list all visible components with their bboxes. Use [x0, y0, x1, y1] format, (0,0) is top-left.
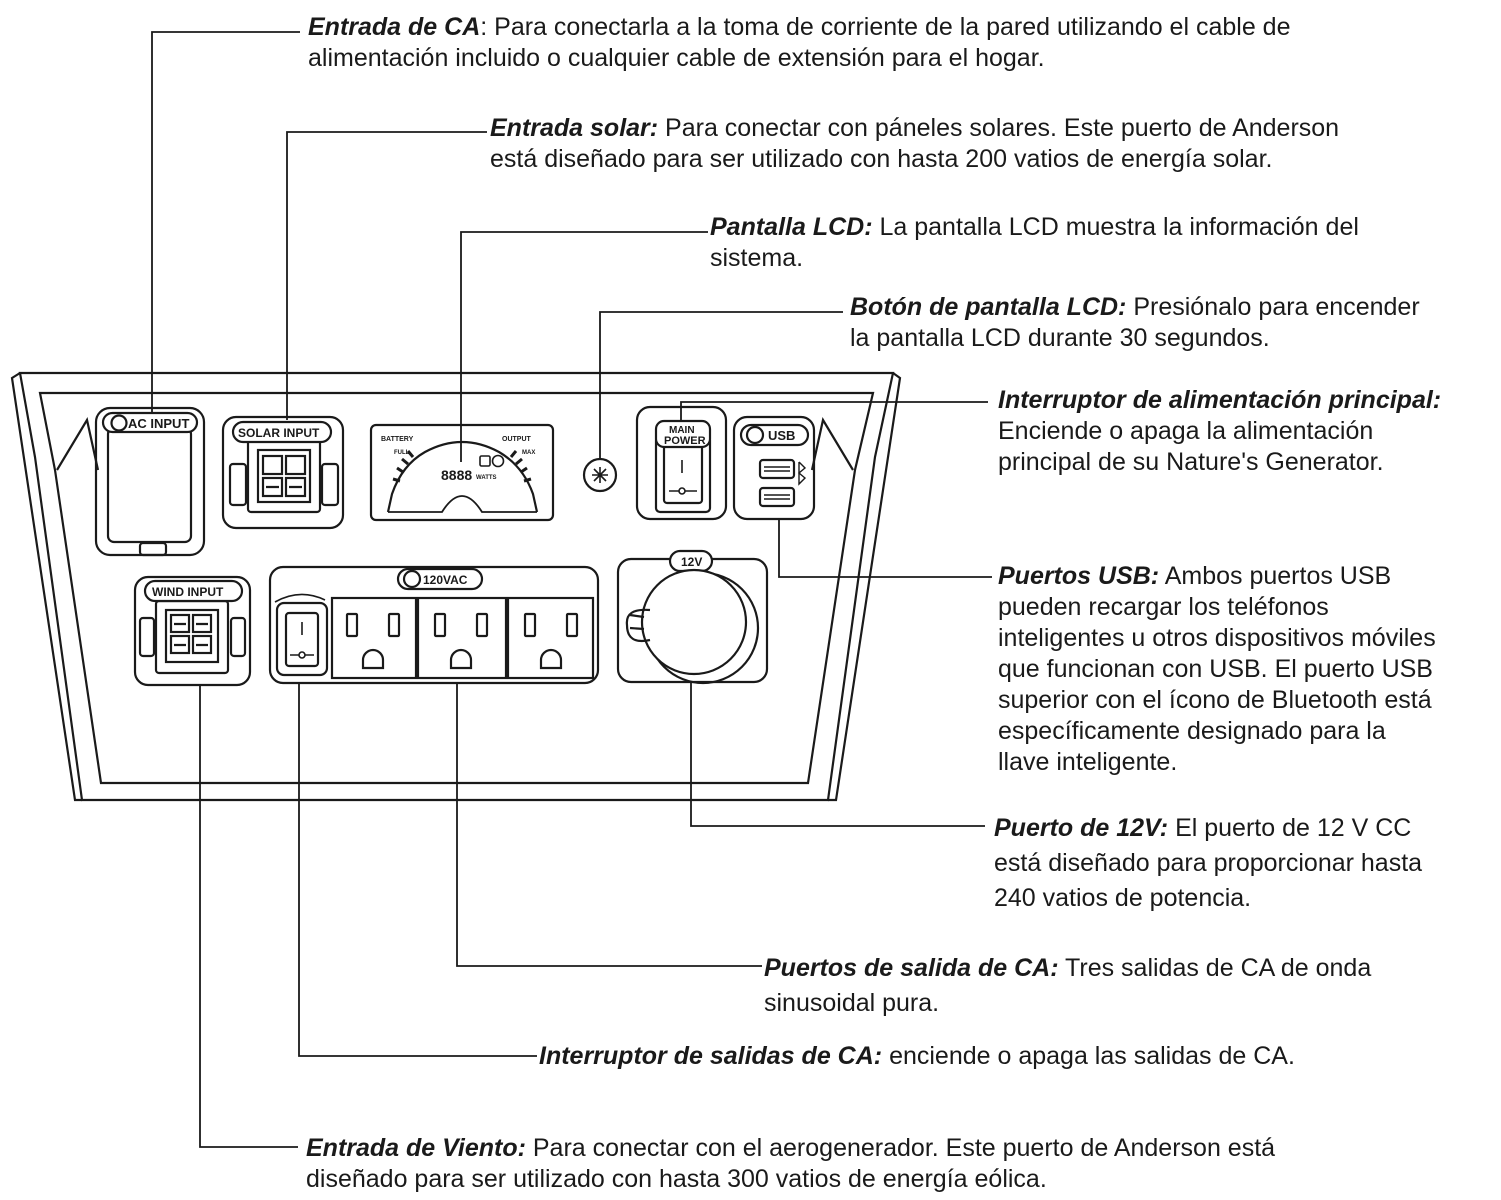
- callout-ac-input-line-2: alimentación incluido o cualquier cable …: [308, 44, 1045, 72]
- main-power-switch[interactable]: [635, 405, 728, 521]
- callout-usb-ports-title: Puertos USB:: [998, 562, 1160, 590]
- leader-ac-input: [151, 31, 300, 412]
- panel-housing: [10, 371, 902, 802]
- callout-main-power: Interruptor de alimentación principal: E…: [998, 385, 1441, 478]
- lcd-digits: 8888: [441, 467, 472, 483]
- leader-ac-switch: [298, 683, 537, 1057]
- ac-output-switch[interactable]: [274, 593, 329, 677]
- ac-input-label: AC INPUT: [128, 416, 189, 431]
- callout-wind-input-line-1: Para conectar con el aerogenerador. Este…: [525, 1134, 1276, 1162]
- power-label: POWER: [664, 435, 706, 447]
- vac-label: 120VAC: [423, 573, 468, 587]
- callout-usb-ports-line-4: que funcionan con USB. El puerto USB: [998, 655, 1433, 683]
- lcd-button[interactable]: [582, 457, 618, 493]
- callout-usb-ports: Puertos USB: Ambos puertos USB pueden re…: [998, 561, 1436, 778]
- bluetooth-icon: [797, 461, 807, 486]
- callout-wind-input-line-2: diseñado para ser utilizado con hasta 30…: [306, 1165, 1047, 1193]
- callout-lcd-screen: Pantalla LCD: La pantalla LCD muestra la…: [710, 212, 1359, 274]
- callout-port-12v-title: Puerto de 12V:: [994, 814, 1169, 842]
- callout-ac-outputs: Puertos de salida de CA: Tres salidas de…: [764, 951, 1371, 1021]
- callout-lcd-button: Botón de pantalla LCD: Presiónalo para e…: [850, 292, 1420, 354]
- callout-main-power-line-2: principal de su Nature's Generator.: [998, 448, 1384, 476]
- callout-main-power-title: Interruptor de alimentación principal:: [998, 386, 1442, 414]
- callout-ac-switch-title: Interruptor de salidas de CA:: [539, 1042, 883, 1070]
- callout-usb-ports-line-5: superior con el ícono de Bluetooth está: [998, 686, 1432, 714]
- leader-ac-outputs: [456, 683, 762, 967]
- callout-lcd-screen-line-1: La pantalla LCD muestra la información d…: [872, 213, 1359, 241]
- callout-solar-input-title: Entrada solar:: [490, 114, 659, 142]
- callout-lcd-screen-title: Pantalla LCD:: [710, 213, 873, 241]
- callout-solar-input-line-1: Para conectar con páneles solares. Este …: [658, 114, 1340, 142]
- callout-port-12v-line-1: El puerto de 12 V CC: [1168, 814, 1412, 842]
- leader-usb-ports: [778, 519, 992, 578]
- usb-label: USB: [768, 428, 795, 443]
- callout-ac-input-line-1: : Para conectarla a la toma de corriente…: [480, 13, 1291, 41]
- leader-lcd-screen: [460, 231, 708, 462]
- callout-port-12v-line-2: está diseñado para proporcionar hasta: [994, 849, 1423, 877]
- ac-input-port[interactable]: [94, 406, 206, 557]
- max-label: MAX: [522, 450, 535, 456]
- callout-lcd-button-title: Botón de pantalla LCD:: [850, 293, 1127, 321]
- callout-main-power-line-1: Enciende o apaga la alimentación: [998, 417, 1374, 445]
- output-label: OUTPUT: [502, 436, 532, 443]
- callout-lcd-screen-line-2: sistema.: [710, 244, 804, 272]
- callout-ac-outputs-line-2: sinusoidal pura.: [764, 989, 940, 1017]
- callout-wind-input-title: Entrada de Viento:: [306, 1134, 526, 1162]
- leader-port-12v: [690, 683, 985, 827]
- callout-port-12v-line-3: 240 vatios de potencia.: [994, 884, 1252, 912]
- callout-usb-ports-line-7: llave inteligente.: [998, 748, 1178, 776]
- leader-lcd-button: [599, 311, 843, 459]
- v12-label: 12V: [681, 555, 702, 569]
- callout-usb-ports-line-6: específicamente designado para la: [998, 717, 1386, 745]
- watts-label: WATTS: [476, 475, 497, 481]
- battery-label: BATTERY: [381, 436, 414, 443]
- port-12v[interactable]: [616, 549, 769, 685]
- callout-ac-input: Entrada de CA: Para conectarla a la toma…: [308, 12, 1290, 74]
- callout-ac-outputs-line-1: Tres salidas de CA de onda: [1058, 954, 1372, 982]
- callout-lcd-button-line-1: Presiónalo para encender: [1126, 293, 1420, 321]
- callout-ac-switch: Interruptor de salidas de CA: enciende o…: [539, 1041, 1295, 1072]
- solar-input-port[interactable]: [221, 415, 345, 530]
- callout-ac-input-title: Entrada de CA: [308, 13, 481, 41]
- ac-outlet-3[interactable]: [523, 612, 579, 670]
- usb-ports[interactable]: [732, 415, 816, 521]
- callout-solar-input-line-2: está diseñado para ser utilizado con has…: [490, 145, 1273, 173]
- callout-solar-input: Entrada solar: Para conectar con páneles…: [490, 113, 1339, 175]
- callout-ac-switch-line-1: enciende o apaga las salidas de CA.: [882, 1042, 1295, 1070]
- ac-outlets-block: [268, 565, 600, 685]
- callout-usb-ports-line-2: pueden recargar los teléfonos: [998, 593, 1329, 621]
- full-label: FULL: [394, 450, 410, 456]
- callout-ac-outputs-title: Puertos de salida de CA:: [764, 954, 1059, 982]
- wind-input-port[interactable]: [133, 575, 252, 687]
- callout-usb-ports-line-3: inteligentes u otros dispositivos móvile…: [998, 624, 1436, 652]
- callout-port-12v: Puerto de 12V: El puerto de 12 V CC está…: [994, 811, 1422, 916]
- callout-usb-ports-line-1: Ambos puertos USB: [1159, 562, 1392, 590]
- callout-lcd-button-line-2: la pantalla LCD durante 30 segundos.: [850, 324, 1270, 352]
- ac-outlet-1[interactable]: [345, 612, 401, 670]
- wind-input-label: WIND INPUT: [152, 585, 224, 599]
- callout-wind-input: Entrada de Viento: Para conectar con el …: [306, 1133, 1275, 1195]
- leader-main-power: [680, 401, 988, 421]
- solar-input-label: SOLAR INPUT: [238, 426, 320, 440]
- ac-outlet-2[interactable]: [433, 612, 489, 670]
- leader-solar-input: [286, 131, 487, 420]
- leader-wind-input: [199, 686, 298, 1148]
- main-label: MAIN: [669, 425, 695, 436]
- lcd-screen: [369, 423, 555, 522]
